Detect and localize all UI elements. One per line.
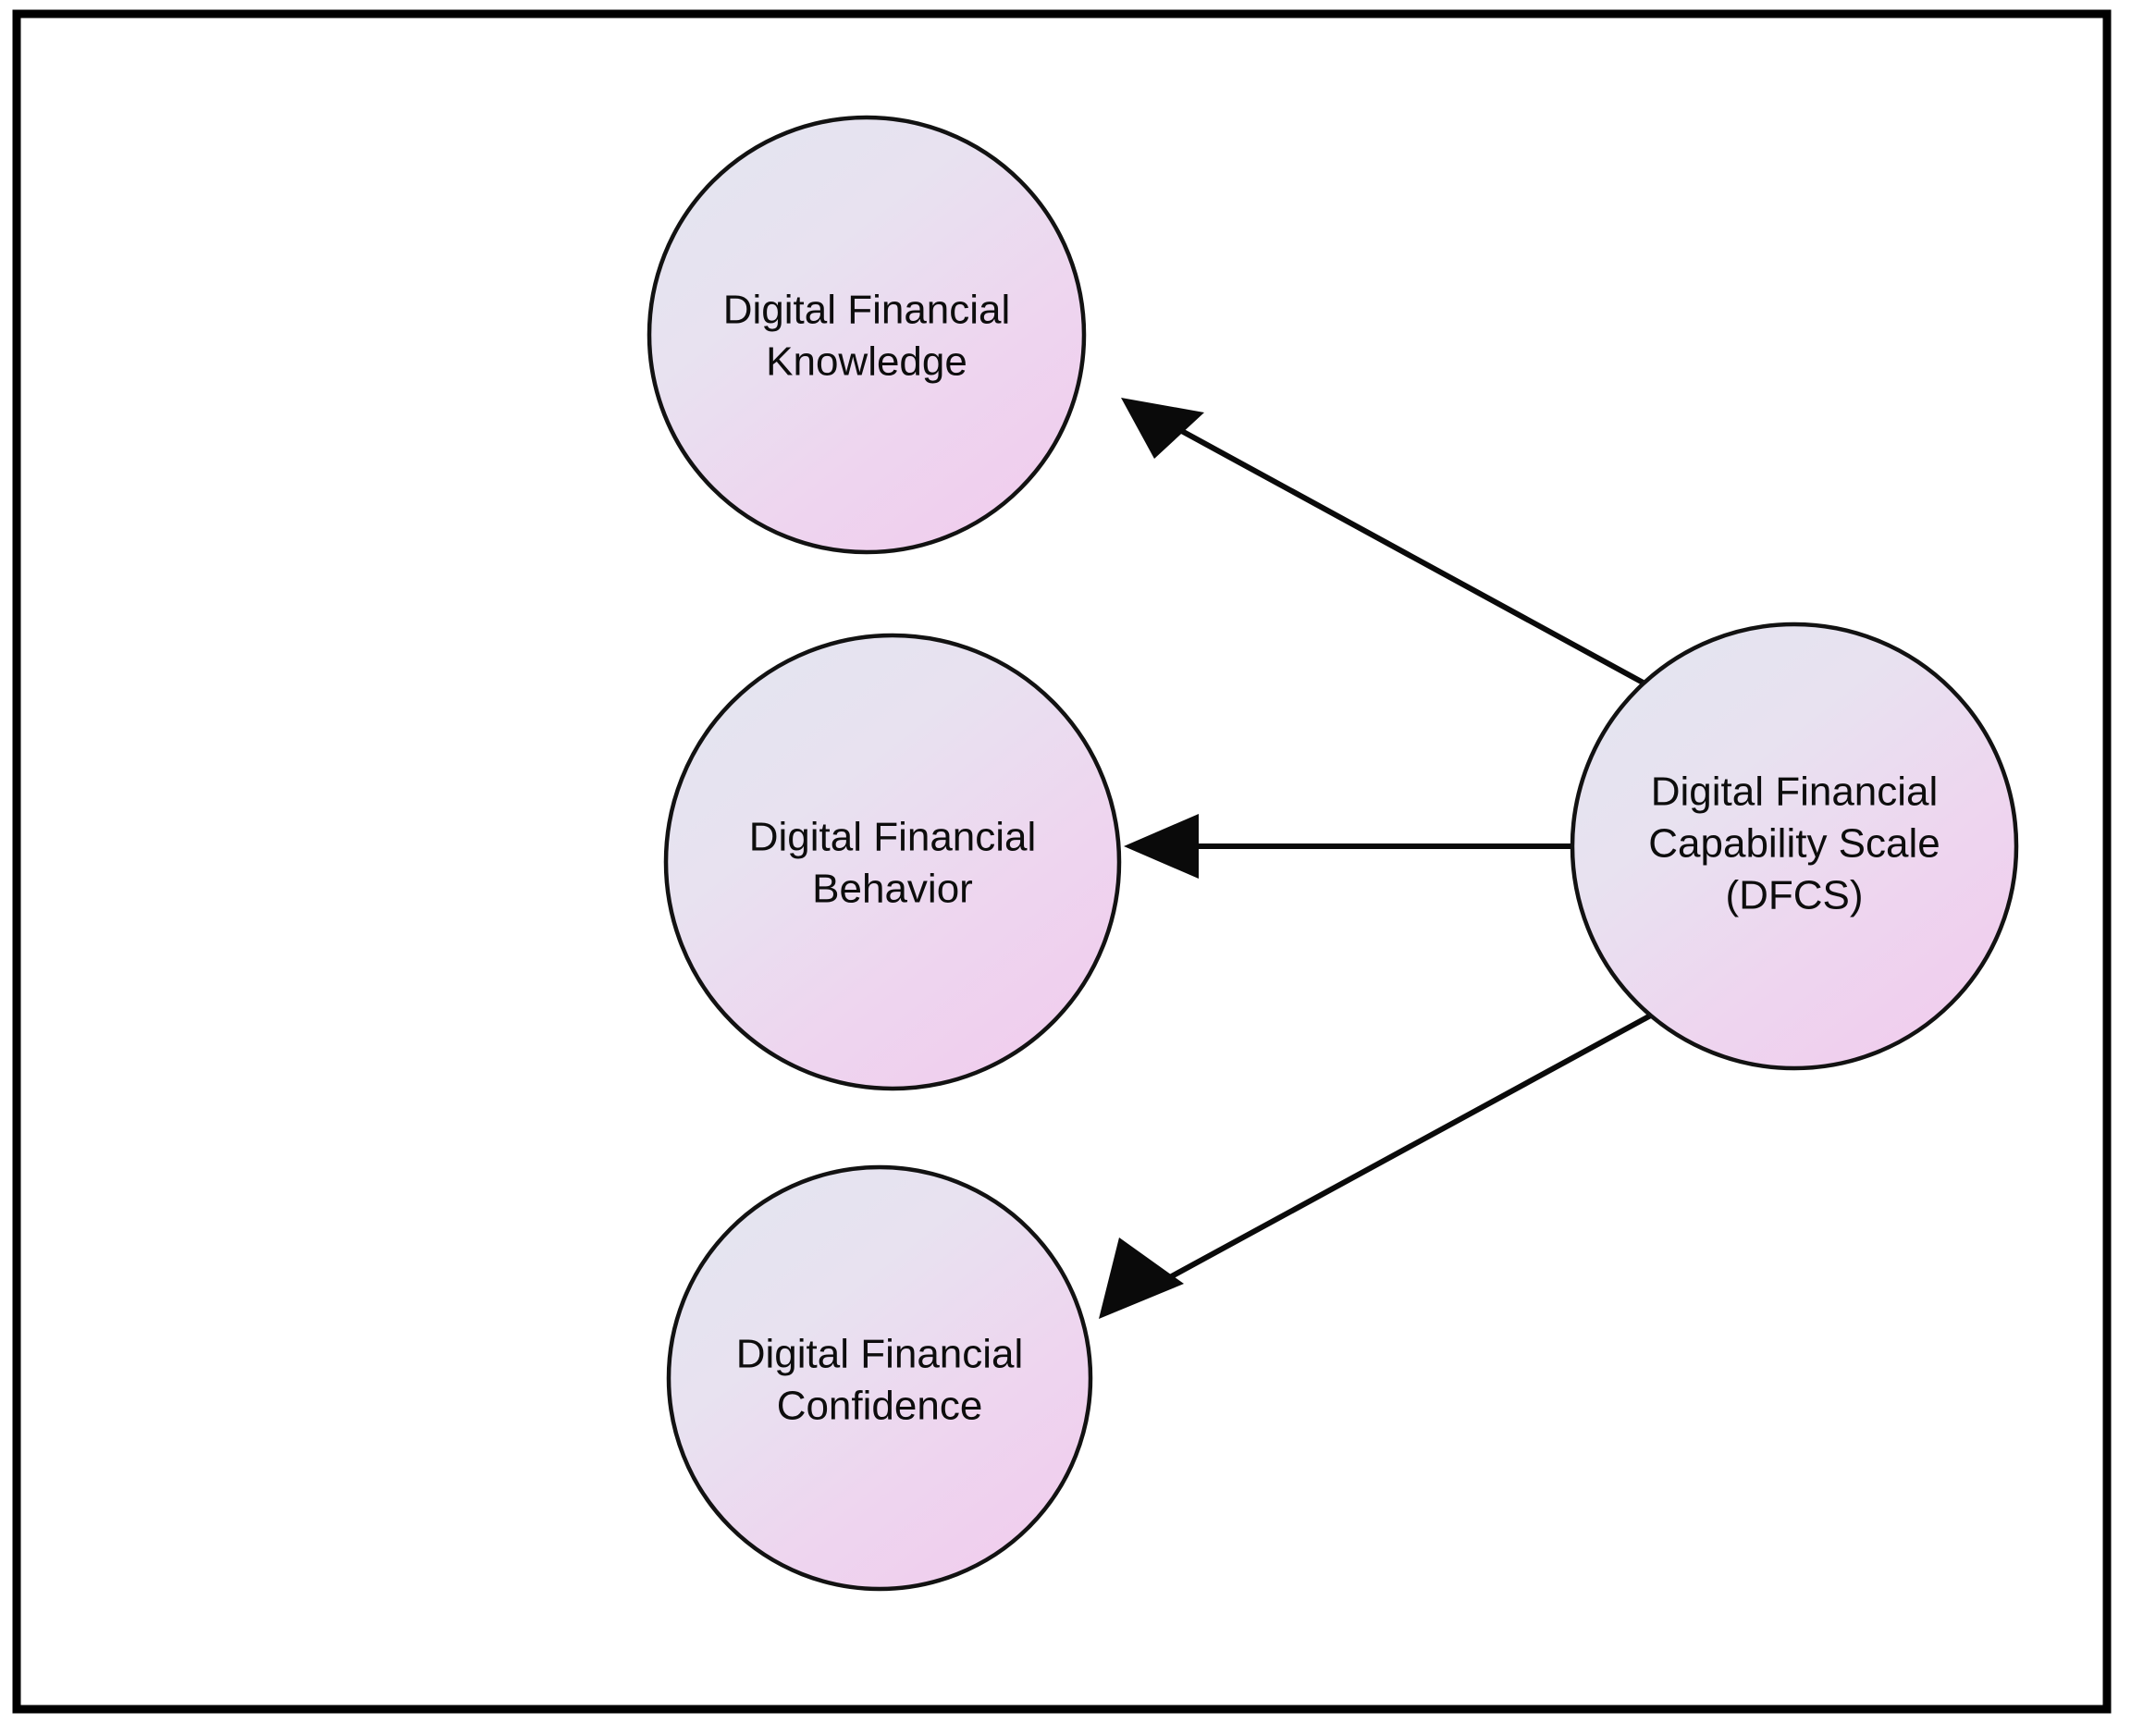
node-circle[interactable]	[647, 115, 1087, 555]
arrow-head	[1124, 814, 1199, 879]
arrow-dfcs-to-behavior	[1124, 814, 1572, 879]
node-label-line1: Digital Financial	[749, 815, 1037, 860]
node-circle[interactable]	[666, 1164, 1093, 1592]
node-label-line1: Digital Financial	[736, 1332, 1024, 1377]
node-label-line2: Capability Scale	[1648, 821, 1940, 867]
arrow-dfcs-to-knowledge	[1121, 398, 1648, 687]
node-digital-financial-capability-scale[interactable]: Digital Financial Capability Scale (DFCS…	[1570, 622, 2019, 1071]
node-digital-financial-knowledge[interactable]: Digital Financial Knowledge	[647, 115, 1087, 555]
node-label-line1: Digital Financial	[1651, 770, 1939, 815]
node-digital-financial-behavior[interactable]: Digital Financial Behavior	[663, 633, 1122, 1091]
node-circle[interactable]	[1570, 622, 2019, 1071]
node-label-line2: Confidence	[777, 1384, 983, 1429]
edges-layer	[1099, 398, 1657, 1319]
node-label-line3: (DFCS)	[1725, 873, 1863, 918]
node-digital-financial-confidence[interactable]: Digital Financial Confidence	[666, 1164, 1093, 1592]
node-label-line2: Behavior	[812, 867, 973, 912]
node-label-line1: Digital Financial	[723, 288, 1011, 333]
arrow-head	[1121, 398, 1204, 459]
node-label-line2: Knowledge	[766, 339, 967, 385]
arrow-shaft	[1156, 415, 1648, 687]
arrow-shaft	[1136, 1010, 1657, 1298]
arrow-head	[1099, 1237, 1184, 1319]
arrow-dfcs-to-confidence	[1099, 1010, 1657, 1319]
outer-border-frame	[12, 9, 2112, 1714]
node-circle[interactable]	[663, 633, 1122, 1091]
